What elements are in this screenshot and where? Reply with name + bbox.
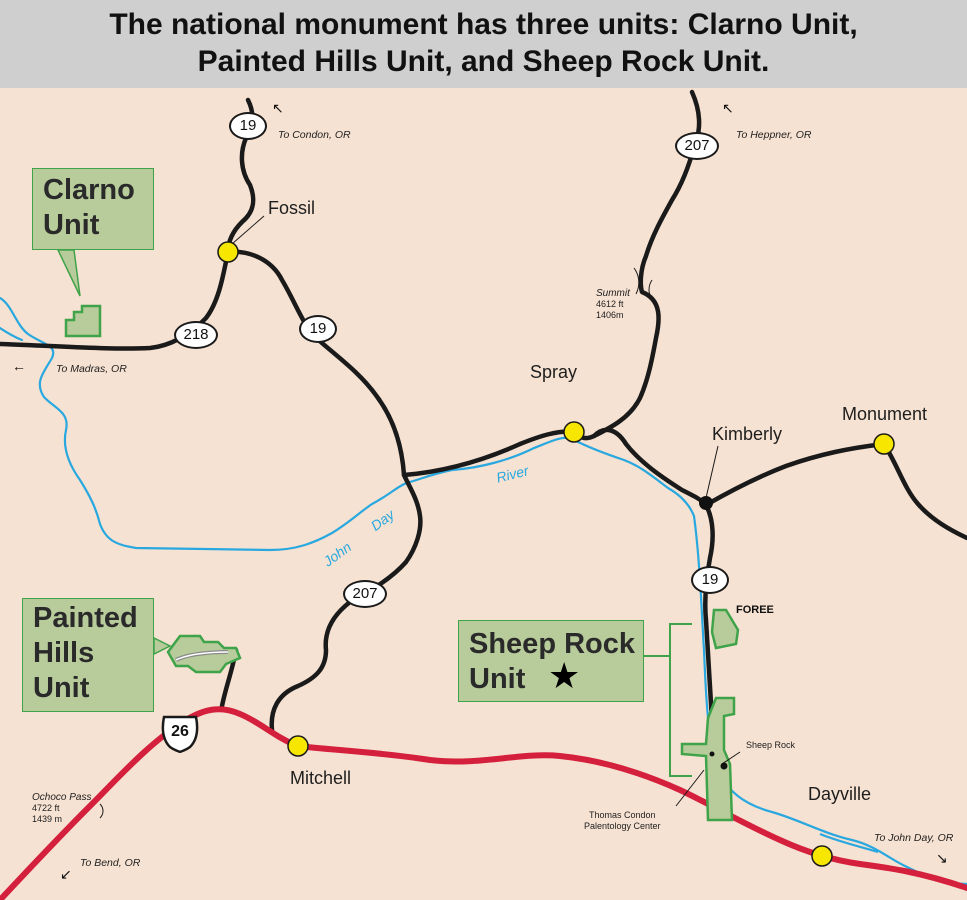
monument-dot	[873, 433, 895, 455]
dayville-dot	[811, 845, 833, 867]
sheep-rock-unit-area	[710, 608, 740, 650]
sheep-rock-unit-label: Sheep Rock Unit	[458, 620, 644, 702]
clarno-unit-area	[64, 304, 102, 338]
dayville-label: Dayville	[808, 784, 872, 804]
clarno-unit-label: Clarno Unit	[32, 168, 154, 250]
sheep-rock-point-label: Sheep Rock	[746, 740, 796, 750]
hwy19-mid-shield: 19	[299, 315, 337, 343]
ochoco-pass-label: Ochoco Pass 4722 ft 1439 m	[32, 792, 92, 824]
tc-center-point-icon	[709, 751, 715, 757]
star-icon: ★	[548, 655, 581, 696]
monument-label: Monument	[842, 404, 928, 424]
river-lines	[0, 296, 967, 886]
madras-arrow-icon: ←	[12, 358, 26, 374]
john-day-arrow-icon: ↘	[936, 850, 948, 866]
foree-label: FOREE	[736, 604, 774, 616]
condon-arrow-icon: ↖	[272, 100, 284, 116]
spray-label: Spray	[530, 362, 578, 382]
mitchell-label: Mitchell	[290, 768, 352, 788]
sheep-rock-bracket	[644, 623, 692, 777]
leader-lines	[99, 215, 741, 819]
mitchell-dot	[287, 735, 309, 757]
fossil-label: Fossil	[268, 198, 316, 218]
banner-line-2: Painted Hills Unit, and Sheep Rock Unit.	[197, 45, 770, 78]
spray-dot	[563, 421, 585, 443]
us26-shield-icon: 26	[160, 713, 200, 754]
hwy19-north-shield: 19	[229, 112, 267, 140]
banner-line-1: The national monument has three units: C…	[109, 8, 858, 41]
tc-center-label: Thomas Condon Palentology Center	[584, 810, 661, 831]
kimberly-junction-icon	[699, 496, 713, 510]
condon-direction: To Condon, OR	[278, 129, 351, 141]
madras-direction: To Madras, OR	[56, 363, 127, 375]
heppner-direction: To Heppner, OR	[736, 129, 812, 141]
hwy19-south-shield: 19	[691, 566, 729, 594]
hwy207-south-shield: 207	[343, 580, 387, 608]
heppner-arrow-icon: ↖	[722, 100, 734, 116]
painted-hills-trail-inner	[175, 651, 229, 661]
town-markers	[217, 241, 895, 867]
summit-label: Summit 4612 ft 1406m	[596, 288, 630, 320]
hwy207-north-shield: 207	[675, 132, 719, 160]
sheep-rock-point-icon	[720, 762, 728, 770]
john-day-direction: To John Day, OR	[874, 832, 954, 844]
sheep-rock-unit-area-south	[680, 696, 736, 822]
hwy218-shield: 218	[174, 321, 218, 349]
us26-line	[0, 706, 967, 900]
john-day-river-overlay	[819, 832, 879, 854]
bend-arrow-icon: ↙	[60, 866, 72, 882]
bend-direction: To Bend, OR	[80, 857, 141, 869]
kimberly-label: Kimberly	[712, 424, 783, 444]
painted-hills-unit-label: Painted Hills Unit	[22, 598, 154, 712]
callout-pointers	[56, 249, 172, 656]
fossil-dot	[217, 241, 239, 263]
title-banner: The national monument has three units: C…	[0, 0, 967, 88]
